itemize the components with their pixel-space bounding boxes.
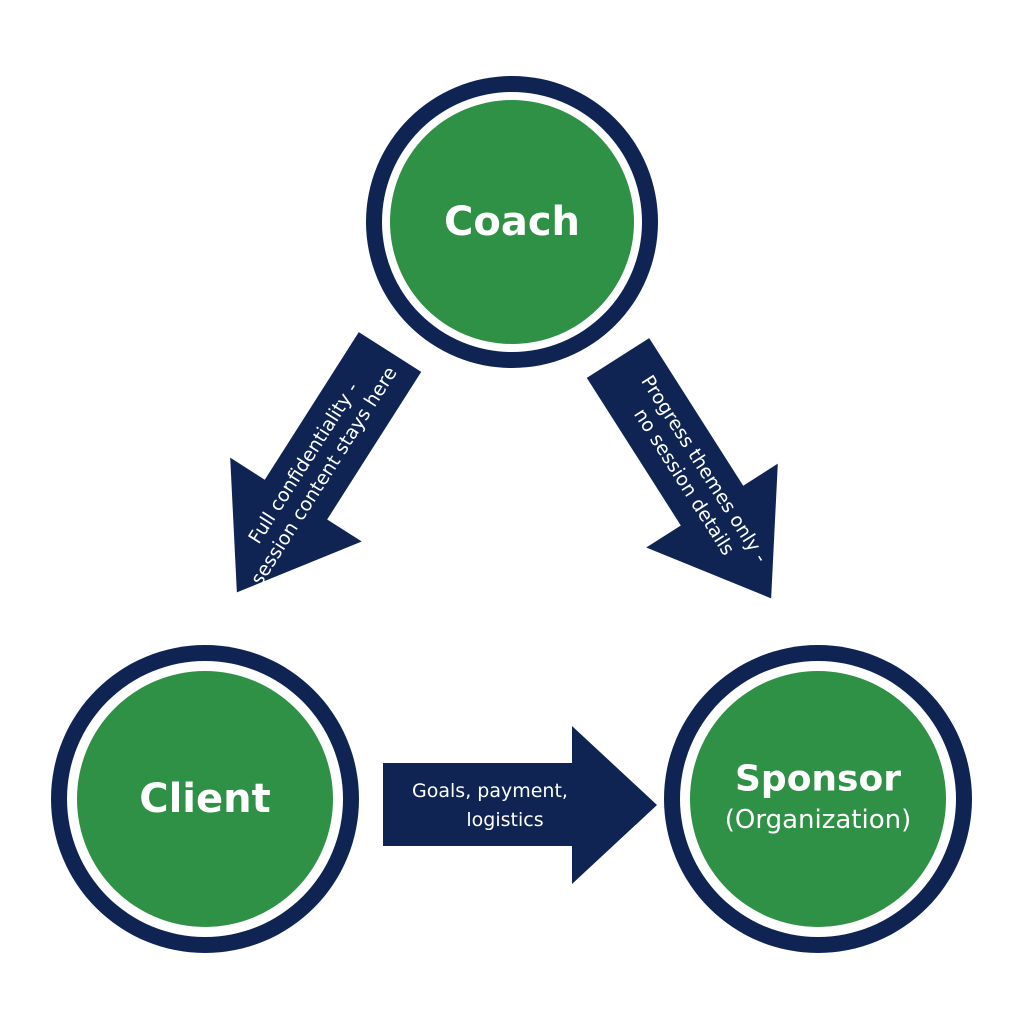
node-sponsor-fill — [690, 671, 946, 927]
node-client: Client — [51, 645, 359, 953]
node-sponsor-label: Sponsor — [735, 759, 901, 800]
node-sponsor-sublabel: (Organization) — [725, 805, 912, 835]
arrow-coach-to-client-shape — [230, 332, 422, 593]
node-sponsor: Sponsor (Organization) — [664, 645, 972, 953]
arrow-client-to-sponsor: Goals, payment, logistics — [383, 726, 657, 884]
arrow-client-to-sponsor-label-line1: Goals, payment, — [412, 780, 568, 802]
arrow-coach-to-client: Full confidentiality - session content s… — [230, 332, 422, 593]
node-coach-label: Coach — [444, 199, 580, 245]
arrow-client-to-sponsor-shape — [383, 726, 657, 884]
node-coach: Coach — [366, 76, 658, 368]
arrow-coach-to-sponsor: Progress themes only - no session detail… — [586, 338, 778, 599]
node-client-label: Client — [139, 776, 271, 822]
node-coach-fill — [390, 100, 634, 344]
arrow-coach-to-sponsor-shape — [586, 338, 778, 599]
arrow-client-to-sponsor-label-line2: logistics — [466, 809, 543, 831]
node-client-fill — [77, 671, 333, 927]
